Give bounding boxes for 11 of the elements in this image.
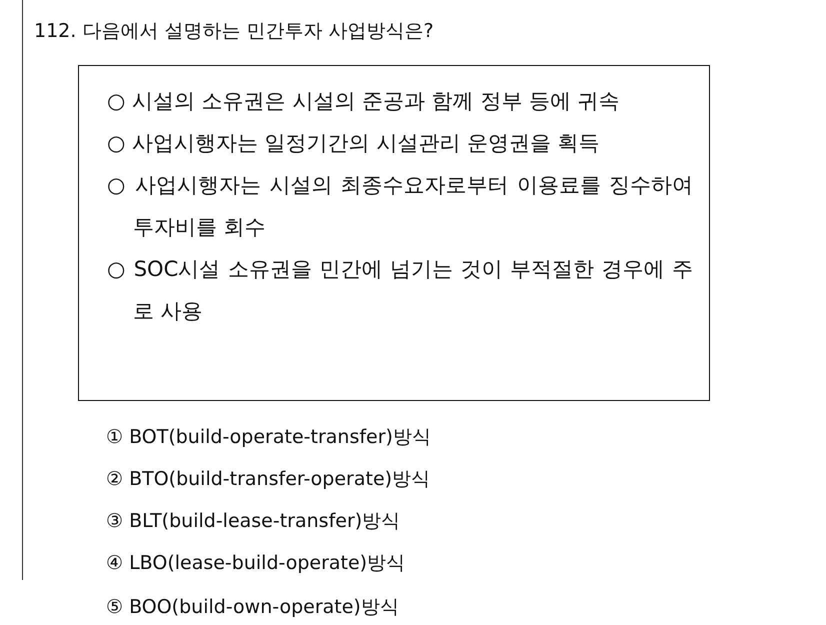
question-title: 112. 다음에서 설명하는 민간투자 사업방식은? [34,19,434,44]
bullet-text: ○ 시설의 소유권은 시설의 준공과 함께 정부 등에 귀속 [107,88,621,115]
bullet-text: ○ 사업시행자는 일정기간의 시설관리 운영권을 획득 [107,130,601,157]
answer-option: ② BTO(build-transfer-operate)방식 [106,466,430,492]
bullet-text: ○ SOC시설 소유권을 민간에 넘기는 것이 부적절한 경우에 주로 사용 [107,256,693,325]
bullet-text: ○ 사업시행자는 시설의 최종수요자로부터 이용료를 징수하여 투자비를 회수 [107,172,693,241]
answer-option: ① BOT(build-operate-transfer)방식 [106,424,431,450]
answer-option: ④ LBO(lease-build-operate)방식 [106,550,406,576]
answer-option: ③ BLT(build-lease-transfer)방식 [106,508,400,534]
description-box [78,65,710,401]
answer-option: ⑤ BOO(build-own-operate)방식 [106,594,399,620]
